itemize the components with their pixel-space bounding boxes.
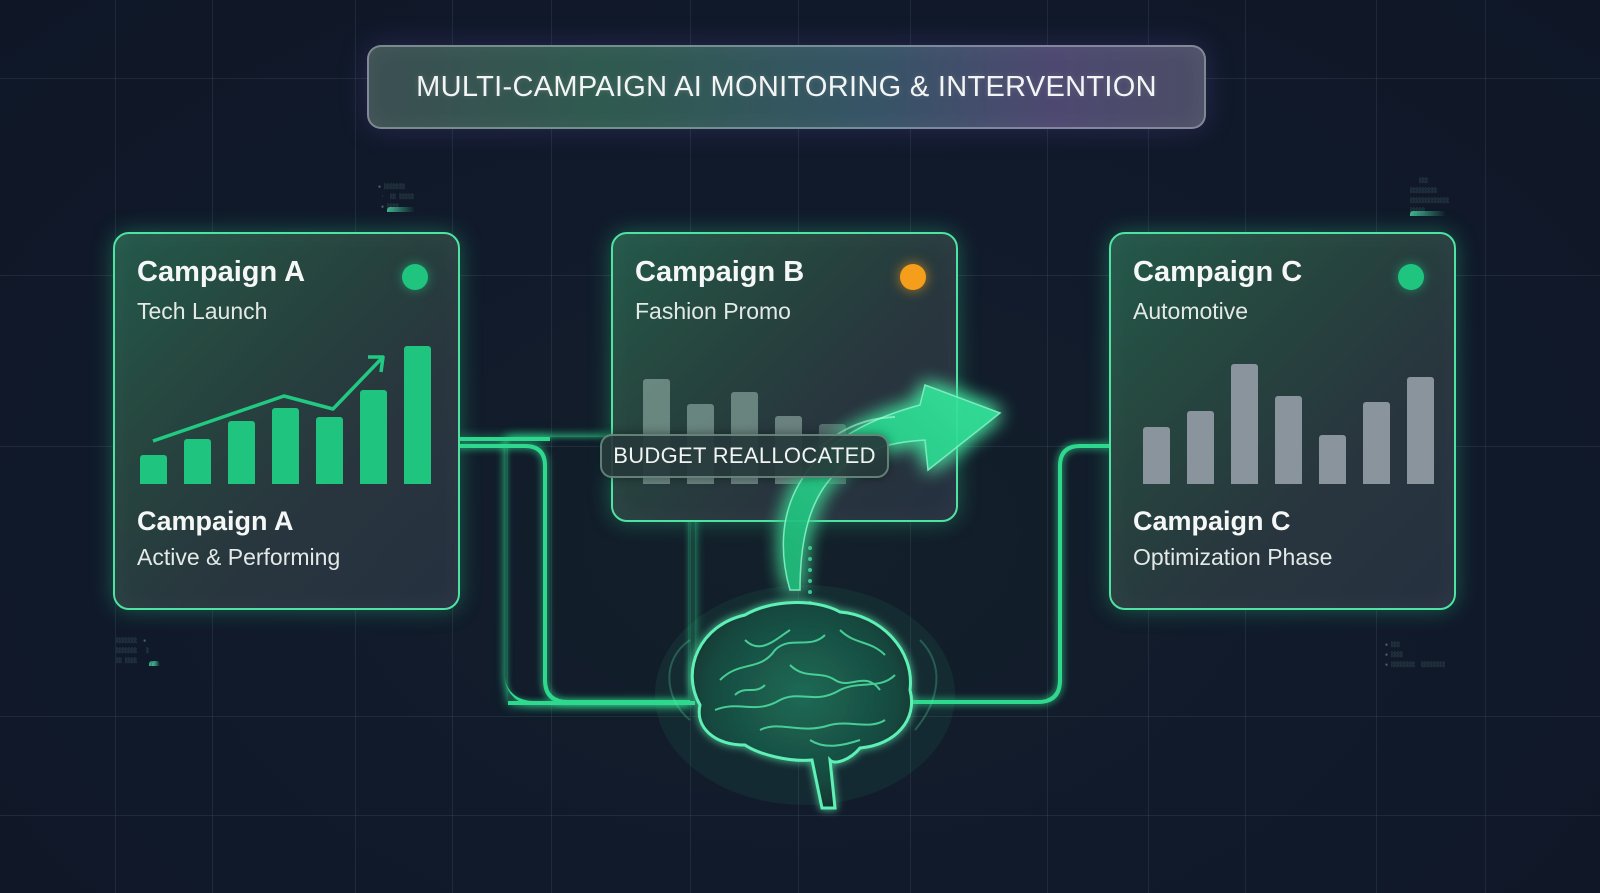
decorative-data-readout: ▪ ░░░░░░░ · ░░ ░░░░░ ▪ ░░░░ [378, 184, 416, 212]
campaign-title: Campaign B [635, 256, 805, 288]
decorative-data-readout: ░░░░░░░░░░░░░░░░░░░░░░░░░░░░░░ [1410, 176, 1449, 216]
chart-bar [272, 408, 299, 484]
chart-bar [1275, 396, 1302, 484]
page-title-banner: MULTI-CAMPAIGN AI MONITORING & INTERVENT… [367, 45, 1206, 129]
chart-bar [360, 390, 387, 484]
budget-reallocated-badge: BUDGET REALLOCATED [600, 434, 889, 478]
campaign-subtitle: Automotive [1133, 298, 1249, 324]
chart-bar [1363, 402, 1390, 484]
status-dot-green-icon [402, 264, 428, 290]
campaign-card-a[interactable]: Campaign A Tech Launch Campaign A Active… [113, 232, 460, 610]
chart-bar [1231, 364, 1258, 484]
campaign-card-c[interactable]: Campaign C Automotive Campaign C Optimiz… [1109, 232, 1456, 610]
chart-bar [140, 455, 167, 484]
campaign-card-b[interactable]: Campaign B Fashion Promo [611, 232, 958, 522]
decorative-data-readout: ░░░░░░░ ▪ ░░░░░░░ ░░░ ░░░░ [116, 636, 161, 666]
chart-bar [404, 346, 431, 484]
grid-line [0, 716, 1600, 717]
decorative-data-readout: ▪ ░░░▪ ░░░░▪ ░░░░░░░░ ░░░░░░░░ [1385, 642, 1446, 668]
chart-bar [316, 417, 343, 484]
chart-bar [228, 421, 255, 484]
campaign-status-text: Active & Performing [137, 544, 341, 570]
chart-bar [1187, 411, 1214, 484]
campaign-subtitle: Tech Launch [137, 298, 268, 324]
status-dot-orange-icon [900, 264, 926, 290]
status-dot-green-icon [1398, 264, 1424, 290]
trend-arrow-icon [152, 355, 385, 443]
campaign-status-text: Optimization Phase [1133, 544, 1333, 570]
campaign-title: Campaign C [1133, 256, 1303, 288]
campaign-title: Campaign A [137, 256, 306, 288]
chart-bar [1319, 435, 1346, 484]
chart-bar [184, 439, 211, 484]
badge-text: BUDGET REALLOCATED [613, 443, 876, 468]
grid-line [0, 815, 1600, 816]
chart-bar [1143, 427, 1170, 484]
campaign-footer-title: Campaign C [1133, 506, 1291, 536]
campaign-c-bar-chart [1111, 234, 1454, 484]
campaign-footer-title: Campaign A [137, 506, 294, 536]
chart-bar [1407, 377, 1434, 484]
grid-line [1485, 0, 1486, 893]
campaign-a-bar-chart [115, 234, 458, 484]
connector-campaign-a-to-brain [458, 437, 550, 441]
page-title: MULTI-CAMPAIGN AI MONITORING & INTERVENT… [416, 70, 1157, 103]
campaign-subtitle: Fashion Promo [635, 298, 791, 324]
